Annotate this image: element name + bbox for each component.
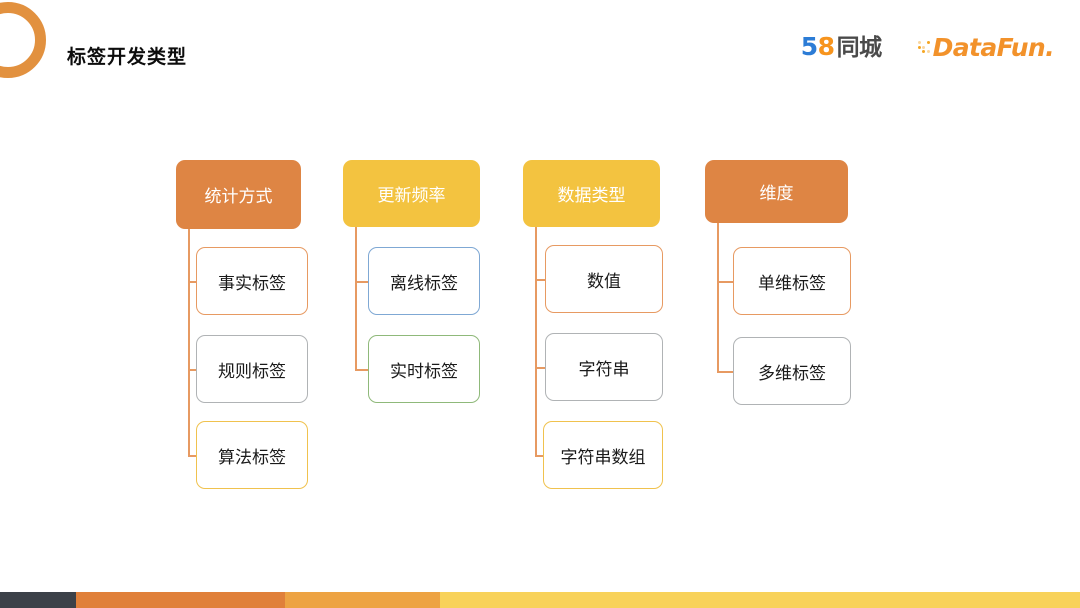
connector-vertical: [188, 229, 190, 455]
corner-ring-decoration: [0, 2, 46, 78]
segment-mid-orange: [285, 592, 440, 608]
logo-58-chinese: 同城: [836, 35, 883, 61]
connector-horizontal: [355, 369, 368, 371]
tree-child-node[interactable]: 实时标签: [368, 335, 480, 403]
connector-horizontal: [188, 455, 196, 457]
connector-horizontal: [188, 369, 196, 371]
tree-header-node[interactable]: 维度: [705, 160, 848, 223]
footer-color-bar: [0, 592, 1080, 608]
tree-child-node[interactable]: 字符串数组: [543, 421, 663, 489]
tree-child-node[interactable]: 数值: [545, 245, 663, 313]
tree-child-node[interactable]: 离线标签: [368, 247, 480, 315]
tree-child-node[interactable]: 字符串: [545, 333, 663, 401]
tree-header-node[interactable]: 统计方式: [176, 160, 301, 229]
connector-vertical: [717, 223, 719, 371]
connector-horizontal: [535, 367, 545, 369]
connector-horizontal: [188, 281, 196, 283]
connector-horizontal: [717, 281, 733, 283]
tree-header-node[interactable]: 更新频率: [343, 160, 480, 227]
logo-datafun-text: DataFun.: [932, 32, 1055, 62]
tree-child-node[interactable]: 事实标签: [196, 247, 308, 315]
tree-child-node[interactable]: 算法标签: [196, 421, 308, 489]
dot-grid-icon: [917, 41, 930, 53]
connector-vertical: [355, 227, 357, 369]
logo-datafun: DataFun.: [917, 32, 1055, 62]
logo-58-digit-5: 5: [800, 32, 818, 61]
connector-vertical: [535, 227, 537, 455]
tree-child-node[interactable]: 单维标签: [733, 247, 851, 315]
connector-horizontal: [535, 455, 543, 457]
tree-header-node[interactable]: 数据类型: [523, 160, 660, 227]
segment-yellow: [440, 592, 1080, 608]
connector-horizontal: [535, 279, 545, 281]
connector-horizontal: [717, 371, 733, 373]
segment-dark-orange: [76, 592, 285, 608]
segment-dark: [0, 592, 76, 608]
page-title: 标签开发类型: [67, 46, 188, 68]
connector-horizontal: [355, 281, 368, 283]
tree-child-node[interactable]: 多维标签: [733, 337, 851, 405]
tree-child-node[interactable]: 规则标签: [196, 335, 308, 403]
logo-58-digit-8: 8: [817, 32, 835, 61]
